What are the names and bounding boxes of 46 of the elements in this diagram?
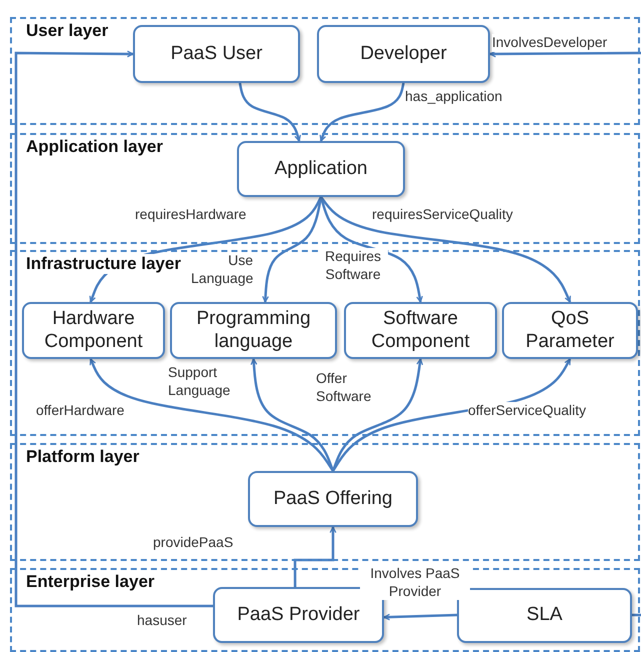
layer-title: Application layer — [24, 137, 165, 157]
node-label: Developer — [360, 42, 447, 66]
node-box — [22, 302, 165, 359]
arrow — [332, 358, 424, 472]
edge-label: has_application — [405, 88, 502, 106]
layer-title: Infrastructure layer — [24, 254, 183, 274]
arrow — [320, 196, 572, 303]
edge-label: offerServiceQuality — [468, 402, 586, 420]
layer-title: Platform layer — [24, 447, 142, 467]
arrow — [250, 358, 334, 472]
edge-label: Involves PaaS Provider — [360, 565, 470, 600]
node-label: PaaS Provider — [237, 604, 360, 626]
node-box — [248, 471, 418, 527]
node-label: PaaS User — [170, 42, 262, 66]
edge-label: providePaaS — [153, 534, 234, 552]
arrow — [89, 358, 334, 472]
node-label: QoS Parameter — [524, 308, 616, 354]
connector-line — [632, 614, 641, 616]
arrow — [320, 196, 423, 303]
node-box — [317, 25, 490, 83]
layer-title: Enterprise layer — [24, 572, 157, 592]
arrow — [14, 50, 213, 608]
node-label: SLA — [526, 604, 562, 627]
node-box — [237, 141, 405, 197]
node-box — [502, 302, 638, 359]
node-box — [457, 588, 632, 643]
arrow — [489, 50, 641, 58]
node-label: PaaS Offering — [273, 488, 392, 510]
node-label: Hardware Component — [43, 308, 144, 354]
node-label: Application — [274, 158, 368, 180]
arrow — [320, 82, 405, 142]
node-box — [133, 25, 300, 83]
edge-label: requiresHardware — [135, 206, 246, 224]
arrow — [294, 526, 336, 587]
arrow — [383, 614, 458, 620]
node-box — [344, 302, 497, 359]
layer-band — [10, 443, 640, 561]
arrow — [238, 82, 301, 142]
layer-title: User layer — [24, 21, 110, 41]
node-label: Software Component — [370, 308, 471, 354]
node-box — [213, 587, 384, 643]
edge-label: requiresServiceQuality — [372, 206, 513, 224]
node-label: Programming language — [195, 308, 312, 354]
edge-label: InvolvesDeveloper — [492, 34, 608, 52]
node-box — [170, 302, 337, 359]
edge-label: Use Language — [191, 252, 253, 287]
